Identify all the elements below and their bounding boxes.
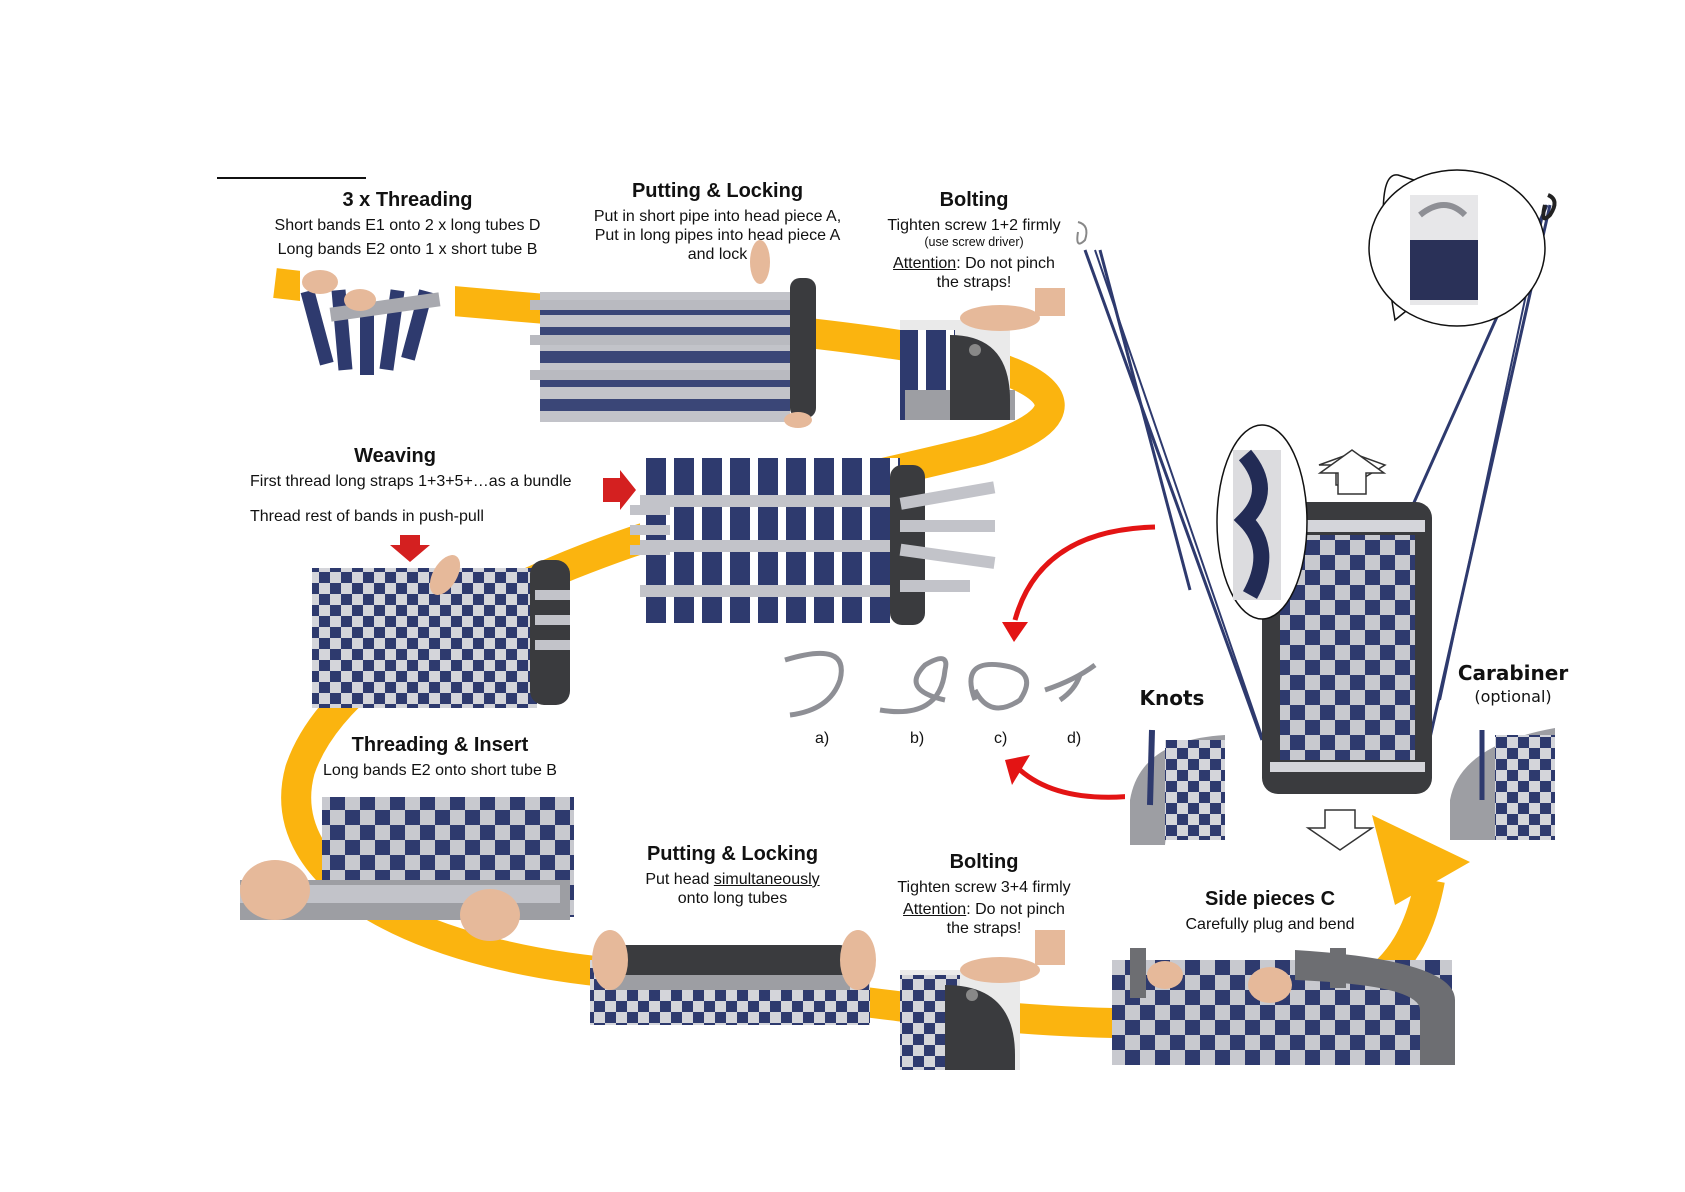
knot-letter-d: d) <box>1067 730 1082 747</box>
step-bolting-2-line2: Attention: Do not pinch <box>878 900 1090 919</box>
step-threading-line1: Short bands E1 onto 2 x long tubes D <box>274 217 541 234</box>
step-bolting-1-title: Bolting <box>939 189 1009 211</box>
step-putting-locking-1-line3: and lock <box>687 246 748 264</box>
photo-bolting-1 <box>900 288 1065 420</box>
photo-weaving-frame <box>630 458 996 625</box>
step-bolting-1-line1: Tighten screw 1+2 firmly <box>887 217 1061 234</box>
step-putting-locking-1-line2: Put in long pipes into head piece A <box>594 227 841 245</box>
step-bolting-1-attention: Attention <box>893 255 957 273</box>
arrow-outline-down <box>1305 809 1375 851</box>
step-bolting-1-line4: the straps! <box>936 274 1012 292</box>
photo-threading-insert <box>240 797 574 941</box>
step-carabiner-line1: (optional) <box>1474 687 1552 706</box>
step-weaving-line1-wrap: First thread long straps 1+3+5+…as a bun… <box>250 472 610 491</box>
step-side-pieces-title: Side pieces C <box>1204 888 1336 910</box>
step-weaving-line2-wrap: Thread rest of bands in push-pull <box>250 507 550 526</box>
step-threading-line2: Long bands E2 onto 1 x short tube B <box>277 241 538 259</box>
step-threading-insert-title: Threading & Insert <box>351 734 529 756</box>
step-weaving-title-wrap: Weaving <box>300 444 490 472</box>
step-putting-locking-1: Putting & Locking Put in short pipe into… <box>575 179 860 265</box>
step-putting-locking-1-title: Putting & Locking <box>631 180 804 202</box>
swing-illustration <box>1083 204 1552 794</box>
photo-threading <box>300 270 455 375</box>
arrow-red-down <box>390 535 430 562</box>
step-weaving-line1: First thread long straps 1+3+5+…as a bun… <box>250 473 572 490</box>
step-bolting-2-title: Bolting <box>949 851 1019 873</box>
knot-letter-a: a) <box>815 730 830 747</box>
arrow-red-right <box>603 470 636 510</box>
step-bolting-2-attention-rest: : Do not pinch <box>966 901 1065 919</box>
step-side-pieces: Side pieces C Carefully plug and bend <box>1160 887 1380 934</box>
photo-putting-locking-2 <box>590 930 876 1025</box>
step-putting-locking-2-line2: onto long tubes <box>677 890 788 908</box>
photo-bolting-2 <box>900 930 1065 1070</box>
red-arrow-lower <box>1018 768 1144 800</box>
photo-carabiner <box>1450 728 1555 840</box>
step-weaving-title: Weaving <box>354 445 436 467</box>
step-threading-insert: Threading & Insert Long bands E2 onto sh… <box>300 733 580 780</box>
red-arrow-upper <box>1012 524 1156 621</box>
step-putting-locking-2-line1: Put head simultaneously <box>610 870 855 889</box>
step-putting-locking-2: Putting & Locking Put head simultaneousl… <box>610 842 855 908</box>
step-threading: 3 x Threading Short bands E1 onto 2 x lo… <box>250 188 565 259</box>
rope-hook-left <box>1076 221 1088 245</box>
step-threading-title: 3 x Threading <box>342 189 473 211</box>
step-knots-title: Knots <box>1139 686 1205 710</box>
knot-letter-b: b) <box>910 730 925 747</box>
step-bolting-2-line1: Tighten screw 3+4 firmly <box>897 879 1071 896</box>
step-bolting-2: Bolting Tighten screw 3+4 firmly Attenti… <box>878 850 1090 939</box>
step-putting-locking-2-title: Putting & Locking <box>646 843 819 865</box>
process-path-arrowhead <box>1372 815 1470 905</box>
knot-illustrations <box>784 650 1097 718</box>
top-hook <box>1541 193 1557 221</box>
step-side-pieces-line1: Carefully plug and bend <box>1185 916 1355 933</box>
step-putting-locking-1-line1: Put in short pipe into head piece A, <box>593 208 842 225</box>
step-putting-locking-2-line1-underlined: simultaneously <box>713 871 820 888</box>
step-carabiner: Carabiner (optional) <box>1448 661 1578 706</box>
zoom-bubble-knot <box>1216 424 1308 620</box>
photo-side-pieces <box>1112 948 1455 1065</box>
step-bolting-1-line3: Attention: Do not pinch <box>868 254 1080 273</box>
step-bolting-1-attention-rest: : Do not pinch <box>956 255 1055 273</box>
red-arrow-upper-head <box>1002 622 1028 642</box>
step-carabiner-title: Carabiner <box>1457 661 1569 685</box>
red-arrow-lower-head <box>1005 755 1030 785</box>
step-bolting-1-line2: (use screw driver) <box>924 235 1024 250</box>
step-bolting-2-line3: the straps! <box>946 920 1022 938</box>
zoom-bubble-hook <box>1368 169 1546 327</box>
knot-letter-c: c) <box>994 730 1008 747</box>
photo-putting-locking-1 <box>530 240 816 428</box>
step-bolting-2-attention: Attention <box>903 901 967 919</box>
arrow-outline-up-shape <box>1317 449 1387 495</box>
photo-knots <box>1125 727 1225 845</box>
step-threading-insert-line1: Long bands E2 onto short tube B <box>323 762 557 779</box>
step-bolting-1: Bolting Tighten screw 1+2 firmly (use sc… <box>868 188 1080 293</box>
step-knots: Knots <box>1130 686 1214 714</box>
step-weaving-line2: Thread rest of bands in push-pull <box>250 508 484 525</box>
step-putting-locking-2-line1-pre: Put head <box>645 871 714 888</box>
photo-push-pull <box>312 555 570 708</box>
